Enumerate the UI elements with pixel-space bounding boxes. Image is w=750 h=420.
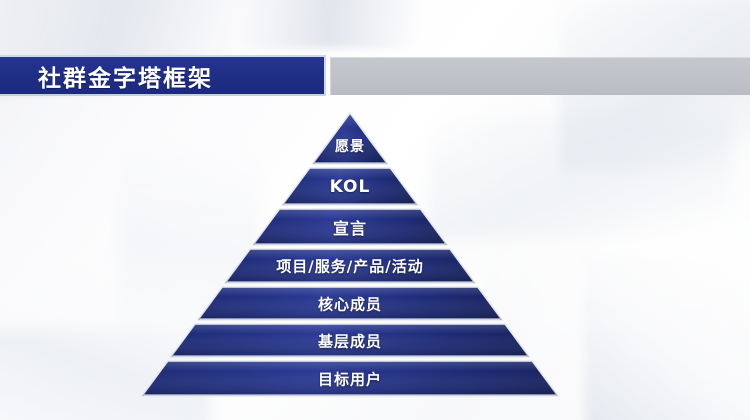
pyramid-tier[interactable]	[223, 248, 477, 284]
pyramid-tier[interactable]	[169, 323, 531, 358]
pyramid-tier-shading	[312, 113, 388, 164]
pyramid-tier[interactable]	[310, 111, 390, 165]
page-title: 社群金字塔框架	[38, 65, 213, 92]
pyramid-tier-shading	[170, 324, 530, 357]
pyramid-tier[interactable]	[280, 167, 420, 206]
pyramid-tier[interactable]	[196, 286, 504, 321]
pyramid-tier[interactable]	[251, 208, 449, 246]
header-accent-bar	[330, 57, 750, 95]
pyramid-tier-shading	[253, 209, 447, 245]
pyramid-tier-shading	[282, 168, 418, 205]
pyramid-tier-shading	[225, 249, 475, 283]
page-title-bar: 社群金字塔框架	[0, 55, 326, 96]
pyramid-tier-shading	[197, 287, 503, 320]
pyramid-tier-shading	[142, 361, 558, 396]
pyramid-tier[interactable]	[140, 360, 560, 397]
